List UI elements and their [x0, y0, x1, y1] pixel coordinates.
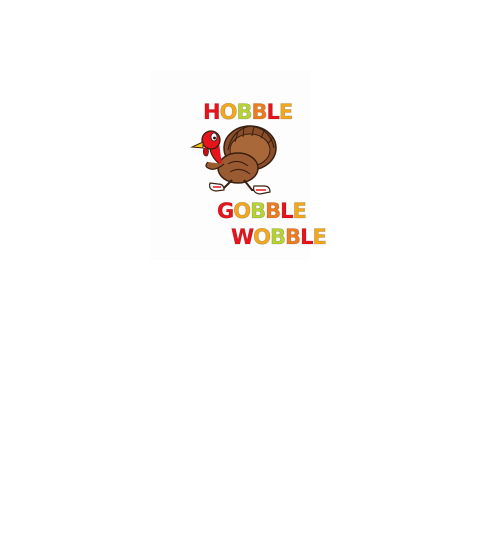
- title-letter: B: [250, 199, 267, 223]
- title-letter: B: [251, 100, 268, 124]
- title-letter: L: [280, 199, 294, 223]
- title-letter: B: [270, 225, 287, 249]
- title-letter: L: [300, 225, 314, 249]
- title-letter: G: [217, 199, 235, 223]
- title-letter: E: [292, 199, 307, 223]
- title-letter: B: [265, 199, 282, 223]
- title-letter: E: [278, 100, 294, 124]
- title-letter: H: [203, 100, 221, 124]
- turkey-body: [217, 152, 259, 184]
- title-letter: O: [219, 100, 237, 124]
- turkey-head: [201, 130, 221, 150]
- title-letter: O: [253, 225, 271, 249]
- title-letter: B: [236, 100, 253, 124]
- title-letter: O: [233, 199, 251, 223]
- running-turkey-icon: [190, 125, 277, 195]
- turkey-beak: [190, 141, 204, 149]
- title-letter: L: [266, 100, 280, 124]
- title-letter: E: [312, 225, 327, 249]
- title-letter: B: [285, 225, 302, 249]
- title-letter: W: [231, 225, 255, 249]
